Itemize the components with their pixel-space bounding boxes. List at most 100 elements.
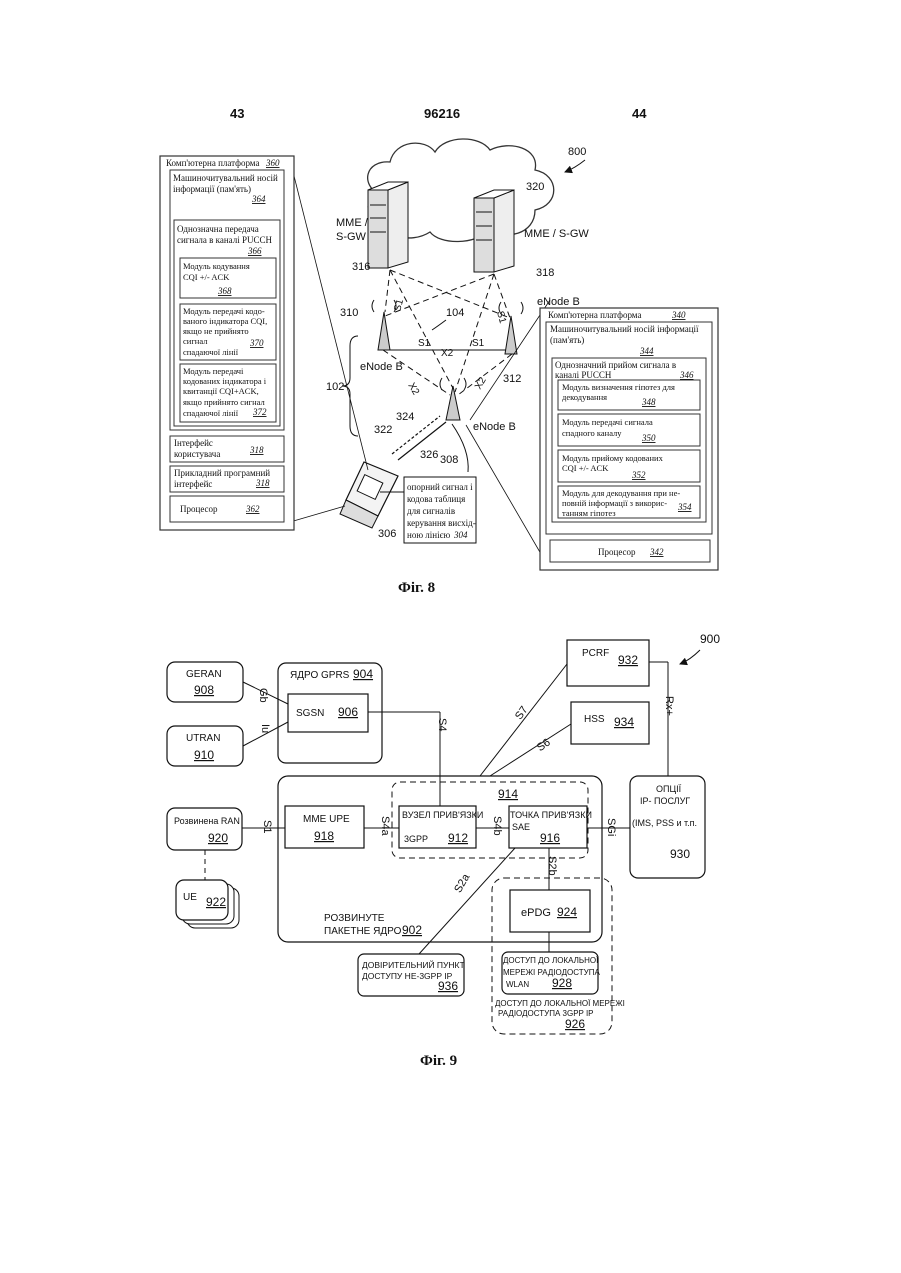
uplink-number: 304 xyxy=(453,530,468,540)
label-104: 104 xyxy=(446,307,464,319)
right-mod4-number: 354 xyxy=(677,502,692,512)
wlan-number: 928 xyxy=(552,976,572,990)
left-mod3-1: Модуль передачі xyxy=(183,366,244,376)
left-mod2-1: Модуль передачі кодо- xyxy=(183,306,265,316)
hss-number: 934 xyxy=(614,715,634,729)
left-api-2: інтерфейс xyxy=(174,479,212,489)
left-mod2-number: 370 xyxy=(249,338,264,348)
s1-label-d: S1 xyxy=(494,310,508,325)
mme-number: 918 xyxy=(314,829,334,843)
ip-label-1: ОПЦІЇ xyxy=(656,784,682,794)
left-platform-number: 360 xyxy=(265,158,280,168)
left-mod2-2: ваного індикатора CQI, xyxy=(183,316,267,326)
gprs-label: ЯДРО GPRS xyxy=(290,670,350,681)
left-platform-title: Комп'ютерна платформа xyxy=(166,158,259,168)
right-mod4-2: повній інформації з викорис- xyxy=(562,498,667,508)
epdg-number: 924 xyxy=(557,905,577,919)
right-cpu-number: 342 xyxy=(649,547,664,557)
right-mod1-1: Модуль визначення гіпотез для xyxy=(562,382,675,392)
x2-label-left: X2 xyxy=(405,381,421,397)
ran-number: 920 xyxy=(208,831,228,845)
label-322: 322 xyxy=(374,424,392,436)
hss-label: HSS xyxy=(584,714,605,725)
utran-number: 910 xyxy=(194,748,214,762)
wlan-label-1: ДОСТУП ДО ЛОКАЛЬНОЇ xyxy=(503,956,599,965)
uplink-line-3: для сигналів xyxy=(407,506,455,516)
label-324: 324 xyxy=(396,411,414,423)
s4a-label: S4a xyxy=(379,816,391,836)
s7-label: S7 xyxy=(513,704,531,722)
left-mod3-5: спадаючої лінії xyxy=(183,408,239,418)
left-mod3-number: 372 xyxy=(252,407,267,417)
mobile-phone-icon xyxy=(340,462,398,528)
label-102: 102 xyxy=(326,381,344,393)
ran-label: Розвинена RAN xyxy=(174,816,240,826)
left-mod3-2: кодованих індикатора і xyxy=(183,376,267,386)
right-mod3-number: 352 xyxy=(631,470,646,480)
x2-label-top: X2 xyxy=(441,348,454,359)
s4b-label: S4b xyxy=(491,816,503,836)
left-ui-1: Інтерфейс xyxy=(174,438,213,448)
left-pucch-number: 366 xyxy=(247,246,262,256)
s2a-label: S2a xyxy=(452,871,473,895)
left-mod1-2: CQI +/- ACK xyxy=(183,272,230,282)
anchor-3gpp-number: 912 xyxy=(448,831,468,845)
wlan-label-3: WLAN xyxy=(506,980,529,989)
cloud-number: 320 xyxy=(526,181,544,193)
anchor-3gpp-label-1: ВУЗЕЛ ПРИВ'ЯЗКИ xyxy=(402,810,483,820)
right-pucch-1: Однозначний прийом сигнала в xyxy=(555,360,676,370)
s1-links xyxy=(383,270,512,395)
left-memory-1: Машиночитувальний носій xyxy=(173,173,278,183)
left-pucch-1: Однозначна передача xyxy=(177,224,259,234)
geran-label: GERAN xyxy=(186,669,222,680)
trusted-label-1: ДОВІРИТЕЛЬНИЙ ПУНКТ xyxy=(362,959,465,970)
ue-number: 922 xyxy=(206,895,226,909)
iu-label: Iu xyxy=(259,724,271,733)
local-access-number: 926 xyxy=(565,1017,585,1031)
enb-top-label: eNode B xyxy=(537,296,580,308)
left-memory-2: інформації (пам'ять) xyxy=(173,184,251,194)
right-mod2-number: 350 xyxy=(641,433,656,443)
core-number: 902 xyxy=(402,923,422,937)
anchor-3gpp-label-2: 3GPP xyxy=(404,834,428,844)
label-326: 326 xyxy=(420,449,438,461)
right-pucch-2: каналі PUCCH xyxy=(555,370,612,380)
left-ui-number: 318 xyxy=(249,445,264,455)
left-pucch-2: сигнала в каналі PUCCH xyxy=(177,235,273,245)
right-mod3-1: Модуль прийому кодованих xyxy=(562,453,664,463)
right-platform xyxy=(540,308,718,570)
s1-label: S1 xyxy=(261,820,273,833)
rx-label: Rx+ xyxy=(663,696,675,716)
right-memory-number: 344 xyxy=(639,346,654,356)
local-access-label-1: ДОСТУП ДО ЛОКАЛЬНОЇ МЕРЕЖІ xyxy=(495,999,625,1008)
ip-label-2: IP- ПОСЛУГ xyxy=(640,796,690,806)
gprs-number: 904 xyxy=(353,667,373,681)
right-memory-1: Машиночитувальний носій інформації xyxy=(550,324,699,334)
core-label-2: ПАКЕТНЕ ЯДРО xyxy=(324,926,402,937)
core-label-1: РОЗВИНУТЕ xyxy=(324,913,385,924)
s1-label-b: S1 xyxy=(418,338,431,349)
left-mod1-number: 368 xyxy=(217,286,232,296)
left-mod1-1: Модуль кодування xyxy=(183,261,250,271)
sgsn-label: SGSN xyxy=(296,708,324,719)
right-mod4-3: танням гіпотез xyxy=(562,508,616,518)
fig9-ref: 900 xyxy=(700,632,720,646)
fig8-caption: Фіг. 8 xyxy=(398,580,435,597)
epdg-label: ePDG xyxy=(521,907,551,919)
s6-label: S6 xyxy=(535,736,553,754)
right-platform-number: 340 xyxy=(671,310,686,320)
gw-left-label-2: S-GW xyxy=(336,231,367,243)
right-platform-title: Комп'ютерна платформа xyxy=(548,310,641,320)
left-memory-number: 364 xyxy=(251,194,266,204)
ip-label-3: (IMS, PSS и т.п. xyxy=(632,818,697,828)
left-cpu-number: 362 xyxy=(245,504,260,514)
sae-label-1: ТОЧКА ПРИВ'ЯЗКИ xyxy=(510,810,592,820)
tower-right-number: 312 xyxy=(503,373,521,385)
fig9-caption: Фіг. 9 xyxy=(420,1053,457,1070)
hss-box xyxy=(571,702,649,744)
dashed-number: 914 xyxy=(498,787,518,801)
fig8-ref: 800 xyxy=(568,146,586,158)
sae-number: 916 xyxy=(540,831,560,845)
left-mod3-3: квитанції CQI+ACK, xyxy=(183,386,259,396)
